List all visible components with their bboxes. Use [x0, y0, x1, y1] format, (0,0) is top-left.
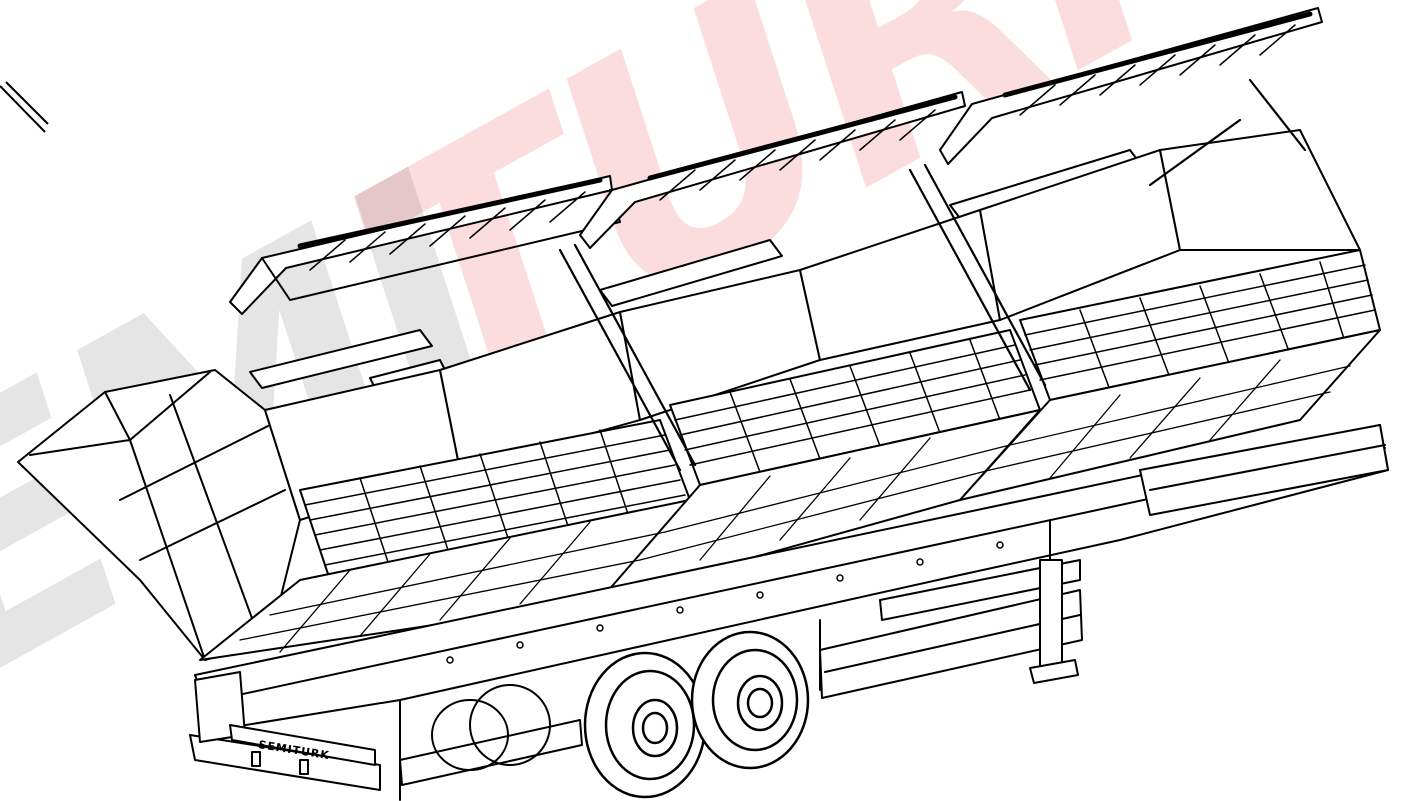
wheel-rear — [690, 630, 810, 770]
louver-side-rear — [1019, 249, 1381, 401]
chassis-frame — [194, 424, 1389, 801]
lid-middle — [579, 91, 966, 249]
lid-rear — [939, 7, 1323, 165]
floor-grids — [199, 329, 1381, 661]
stray-line — [0, 81, 49, 133]
landing-leg — [1029, 519, 1079, 684]
bin-front-wall — [17, 369, 301, 661]
lid-middle-ribs — [659, 109, 936, 201]
bin-panels — [264, 129, 1361, 521]
lid-front-ribs — [309, 191, 586, 271]
wheel-front — [583, 651, 707, 799]
wheels-inner — [431, 684, 551, 771]
lid-rear-ribs — [1019, 24, 1296, 116]
lid-front — [229, 175, 621, 315]
chassis-holes — [446, 541, 1004, 664]
rear-bumper — [189, 671, 381, 791]
bin-posts — [558, 78, 1307, 472]
